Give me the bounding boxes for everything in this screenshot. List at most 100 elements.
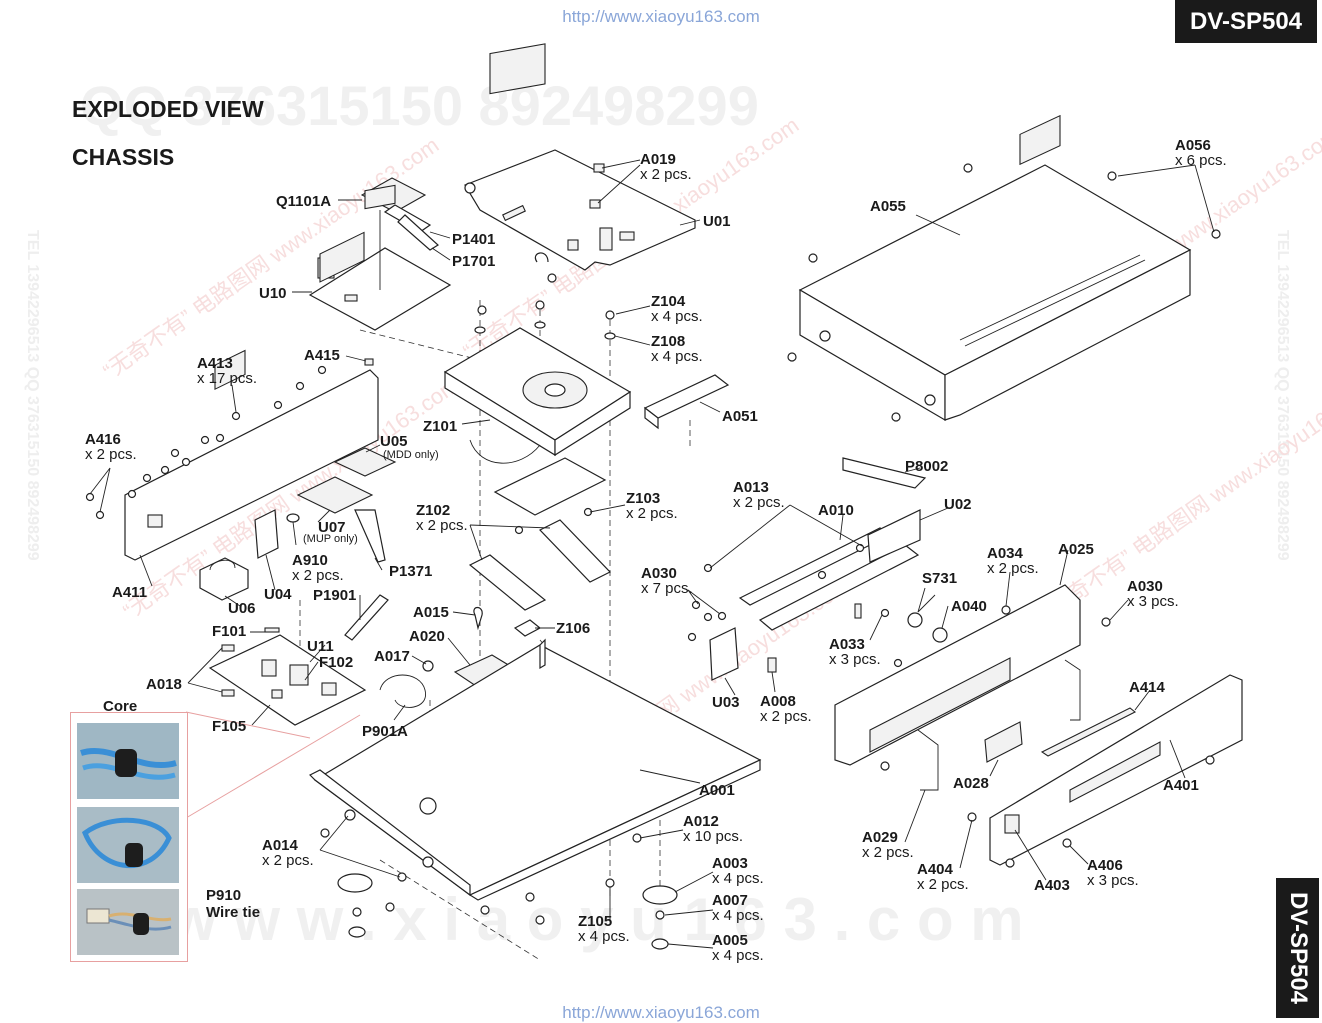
ribbon-p1901 <box>344 594 389 641</box>
label-z102: Z102 <box>416 502 450 519</box>
part-a040 <box>932 627 948 643</box>
label-a003-qty: x 4 pcs. <box>712 870 764 887</box>
label-f105: F105 <box>212 718 246 735</box>
part-a411-rear-panel <box>124 231 379 561</box>
label-u02: U02 <box>944 496 972 513</box>
part-a415 <box>364 358 374 366</box>
label-a416-qty: x 2 pcs. <box>85 446 137 463</box>
cable-p8002 <box>842 457 927 489</box>
part-a051 <box>643 374 730 419</box>
part-a028 <box>984 721 1023 763</box>
label-a414: A414 <box>1129 679 1166 696</box>
part-a008-2 <box>854 603 862 619</box>
ribbon-p1371 <box>354 509 386 563</box>
label-a415: A415 <box>304 347 340 364</box>
label-a019: A019 <box>640 151 676 168</box>
label-z105: Z105 <box>578 913 612 930</box>
label-a404-qty: x 2 pcs. <box>917 876 969 893</box>
screw-a416-1 <box>85 492 95 502</box>
part-labels: Q1101A P1401 P1701 U10 A019 x 2 pcs. U01… <box>85 137 1227 964</box>
label-a051: A051 <box>722 408 758 425</box>
screws-z104-z108 <box>474 273 616 340</box>
label-a401: A401 <box>1163 777 1199 794</box>
callout-line-2 <box>185 714 361 819</box>
label-u06: U06 <box>228 600 256 617</box>
part-z102-bracket <box>468 519 611 611</box>
label-a013: A013 <box>733 479 769 496</box>
label-a029: A029 <box>862 829 898 846</box>
label-p1901: P1901 <box>313 587 356 604</box>
label-s731: S731 <box>922 570 957 587</box>
label-u07: U07 <box>318 519 346 536</box>
label-a008: A008 <box>760 693 796 710</box>
model-badge-top: DV-SP504 <box>1175 0 1317 43</box>
label-p1401: P1401 <box>452 231 495 248</box>
label-a404: A404 <box>917 861 954 878</box>
label-a010: A010 <box>818 502 854 519</box>
label-u03: U03 <box>712 694 740 711</box>
label-z108: Z108 <box>651 333 685 350</box>
part-a910 <box>286 513 300 523</box>
label-a056: A056 <box>1175 137 1211 154</box>
label-a056-qty: x 6 pcs. <box>1175 152 1227 169</box>
part-a051-side <box>644 406 659 430</box>
screws-front <box>514 507 1215 868</box>
label-z108-qty: x 4 pcs. <box>651 348 703 365</box>
feet-a003-a007-a005 <box>337 873 678 950</box>
part-f101 <box>264 627 280 633</box>
label-a406: A406 <box>1087 857 1123 874</box>
label-a012-qty: x 10 pcs. <box>683 828 743 845</box>
label-a413: A413 <box>197 355 233 372</box>
label-a030-right-qty: x 3 pcs. <box>1127 593 1179 610</box>
label-a413-qty: x 17 pcs. <box>197 370 257 387</box>
label-f101: F101 <box>212 623 246 640</box>
label-a008-qty: x 2 pcs. <box>760 708 812 725</box>
label-a411: A411 <box>112 584 147 601</box>
watermark-side-left: TEL 13942296513 QQ 376315150 892498299 <box>24 230 41 561</box>
label-a003: A003 <box>712 855 748 872</box>
label-a005: A005 <box>712 932 748 949</box>
part-a001-chassis <box>308 638 762 901</box>
label-z105-qty: x 4 pcs. <box>578 928 630 945</box>
label-p1701: P1701 <box>452 253 495 270</box>
part-a017 <box>422 660 434 672</box>
part-a025-front-frame <box>834 114 1081 766</box>
board-u05 <box>333 447 397 477</box>
screws-a413 <box>127 365 327 499</box>
board-u11-power <box>208 634 367 726</box>
part-a018-1 <box>221 644 235 652</box>
part-a055-cover <box>798 164 1192 422</box>
part-u06 <box>199 557 249 601</box>
part-a029-bracket <box>917 729 939 791</box>
watermark-side-right: TEL 13942296513 QQ 376315150 892498299 <box>1274 230 1291 561</box>
label-u01: U01 <box>703 213 731 230</box>
label-a030-left: A030 <box>641 565 677 582</box>
part-drive-board <box>493 457 607 516</box>
label-z106: Z106 <box>556 620 590 637</box>
label-a012: A012 <box>683 813 719 830</box>
label-p910: P910 <box>206 887 241 904</box>
label-a025: A025 <box>1058 541 1094 558</box>
label-a014: A014 <box>262 837 299 854</box>
label-a406-qty: x 3 pcs. <box>1087 872 1139 889</box>
part-wire-clip <box>534 252 549 263</box>
label-a910: A910 <box>292 552 328 569</box>
label-a020: A020 <box>409 628 445 645</box>
callout-line-1 <box>185 711 311 739</box>
label-a910-qty: x 2 pcs. <box>292 567 344 584</box>
label-a029-qty: x 2 pcs. <box>862 844 914 861</box>
board-u04 <box>254 509 279 559</box>
label-wire-tie: Wire tie <box>206 904 260 921</box>
label-a019-qty: x 2 pcs. <box>640 166 692 183</box>
board-u01 <box>464 43 696 271</box>
label-u04: U04 <box>264 586 292 603</box>
part-a010-bracket <box>738 509 921 631</box>
label-z103-qty: x 2 pcs. <box>626 505 678 522</box>
watermark-url-bottom: http://www.xiaoyu163.com <box>562 1003 760 1022</box>
label-u05-note: (MDD only) <box>383 449 439 461</box>
label-a018: A018 <box>146 676 182 693</box>
label-core: Core <box>103 698 137 715</box>
part-z101-loader <box>443 327 632 464</box>
model-badge-side: DV-SP504 <box>1276 878 1319 1018</box>
